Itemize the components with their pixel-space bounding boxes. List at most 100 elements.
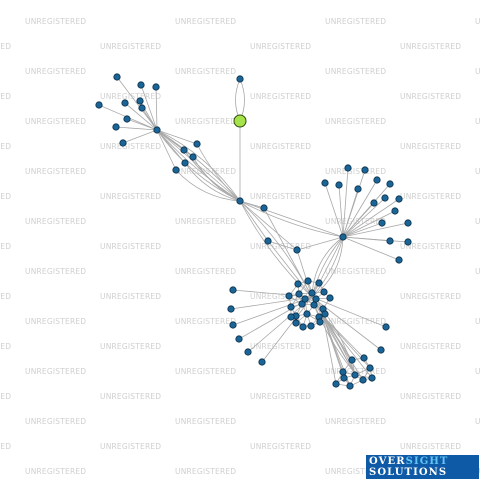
graph-node[interactable] [386, 237, 394, 245]
logo-text-sight: SIGHT [405, 456, 449, 467]
graph-node[interactable] [181, 159, 189, 167]
graph-node[interactable] [152, 83, 160, 91]
graph-node[interactable] [138, 104, 146, 112]
graph-node[interactable] [382, 323, 390, 331]
graph-node[interactable] [340, 374, 348, 382]
graph-node[interactable] [321, 310, 329, 318]
graph-node[interactable] [370, 199, 378, 207]
watermark-text: UNREGISTERED [25, 117, 86, 126]
graph-node[interactable] [310, 301, 318, 309]
graph-edge [156, 129, 241, 202]
graph-node[interactable] [112, 123, 120, 131]
graph-edge [322, 315, 364, 381]
watermark-text: UNREGISTERED [325, 67, 386, 76]
graph-node[interactable] [119, 139, 127, 147]
graph-node[interactable] [307, 322, 315, 330]
graph-node[interactable] [235, 335, 243, 343]
graph-node[interactable] [348, 356, 356, 364]
graph-node[interactable] [378, 219, 386, 227]
watermark-text: UNREGISTERED [250, 142, 311, 151]
watermark-text: UNREGISTERED [175, 17, 236, 26]
graph-node[interactable] [351, 371, 359, 379]
hub-node[interactable] [339, 233, 347, 241]
graph-node[interactable] [95, 101, 103, 109]
graph-node[interactable] [344, 164, 352, 172]
graph-edge [342, 167, 349, 238]
graph-edge [239, 200, 344, 238]
graph-node[interactable] [287, 313, 295, 321]
graph-node[interactable] [332, 380, 340, 388]
graph-node[interactable] [346, 382, 354, 390]
graph-node[interactable] [189, 153, 197, 161]
graph-node[interactable] [299, 323, 307, 331]
graph-node[interactable] [361, 166, 369, 174]
graph-node[interactable] [335, 181, 343, 189]
graph-node[interactable] [391, 207, 399, 215]
graph-node[interactable] [373, 176, 381, 184]
graph-node[interactable] [368, 374, 376, 382]
graph-node[interactable] [321, 179, 329, 187]
graph-node[interactable] [377, 346, 385, 354]
graph-node[interactable] [326, 294, 334, 302]
graph-node[interactable] [315, 279, 323, 287]
graph-node[interactable] [193, 140, 201, 148]
graph-node[interactable] [304, 277, 312, 285]
graph-node[interactable] [354, 185, 362, 193]
graph-node[interactable] [123, 115, 131, 123]
graph-node[interactable] [113, 73, 121, 81]
graph-node[interactable] [366, 364, 374, 372]
graph-node[interactable] [395, 256, 403, 264]
graph-node[interactable] [320, 288, 328, 296]
watermark-text: UNREGISTERED [0, 242, 11, 251]
graph-node[interactable] [308, 289, 316, 297]
graph-node[interactable] [381, 194, 389, 202]
watermark-text: UNREGISTERED [475, 217, 480, 226]
watermark-text: UNREGISTERED [100, 142, 161, 151]
hub-node[interactable] [236, 197, 244, 205]
graph-node[interactable] [303, 310, 311, 318]
watermark-text: UNREGISTERED [0, 392, 11, 401]
graph-node[interactable] [295, 290, 303, 298]
graph-edge [156, 129, 198, 145]
graph-node[interactable] [227, 305, 235, 313]
graph-edge [156, 129, 241, 202]
graph-edge [140, 84, 158, 131]
watermark-text: UNREGISTERED [325, 317, 386, 326]
graph-node[interactable] [359, 376, 367, 384]
graph-node[interactable] [136, 97, 144, 105]
focus-node[interactable] [233, 114, 247, 128]
graph-node[interactable] [172, 166, 180, 174]
hub-node[interactable] [153, 126, 161, 134]
graph-node[interactable] [229, 321, 237, 329]
watermark-text: UNREGISTERED [100, 442, 161, 451]
graph-edge [184, 162, 241, 202]
graph-node[interactable] [264, 237, 272, 245]
graph-node[interactable] [229, 286, 237, 294]
watermark-text: UNREGISTERED [400, 142, 461, 151]
graph-node[interactable] [244, 348, 252, 356]
graph-node[interactable] [287, 303, 295, 311]
graph-node[interactable] [236, 75, 244, 83]
graph-node[interactable] [404, 238, 412, 246]
graph-node[interactable] [292, 319, 300, 327]
graph-node[interactable] [301, 295, 309, 303]
graph-node[interactable] [258, 358, 266, 366]
graph-node[interactable] [316, 318, 324, 326]
graph-node[interactable] [312, 295, 320, 303]
graph-node[interactable] [386, 180, 394, 188]
graph-node[interactable] [395, 195, 403, 203]
graph-node[interactable] [180, 146, 188, 154]
graph-edge [124, 102, 158, 131]
graph-node[interactable] [260, 204, 268, 212]
graph-node[interactable] [137, 81, 145, 89]
watermark-text: UNREGISTERED [250, 442, 311, 451]
graph-node[interactable] [360, 354, 368, 362]
graph-node[interactable] [285, 292, 293, 300]
graph-node[interactable] [293, 246, 301, 254]
graph-node[interactable] [404, 219, 412, 227]
graph-node[interactable] [339, 368, 347, 376]
watermark-text: UNREGISTERED [400, 442, 461, 451]
graph-node[interactable] [121, 99, 129, 107]
watermark-text: UNREGISTERED [25, 267, 86, 276]
graph-node[interactable] [294, 280, 302, 288]
